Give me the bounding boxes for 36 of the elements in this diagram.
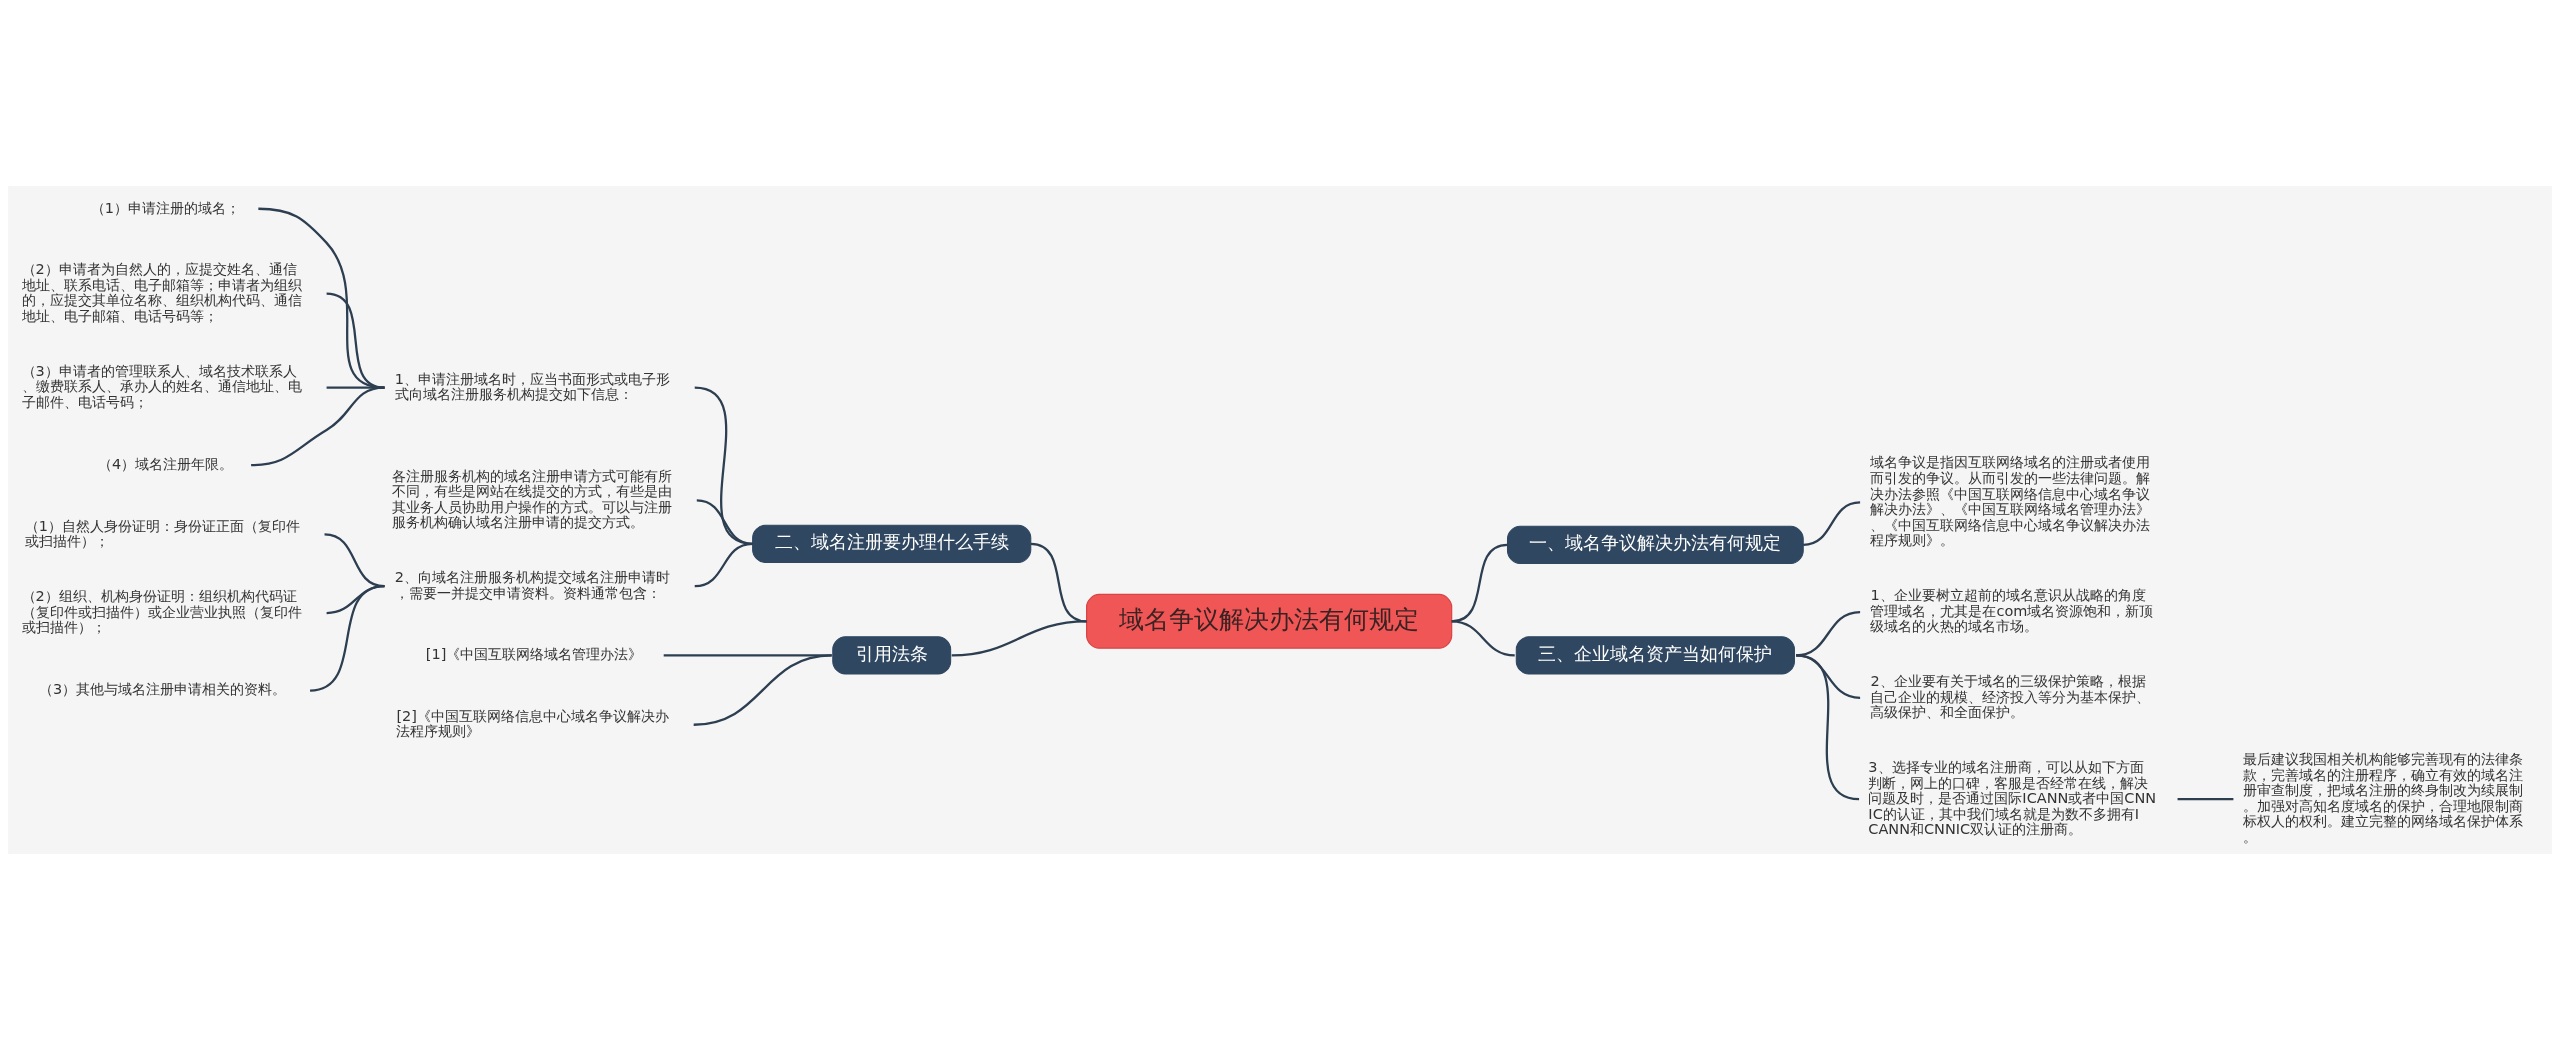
- node-box: 一、域名争议解决办法有何规定: [1506, 525, 1804, 564]
- node-text: （2）申请者为自然人的，应提交姓名、通信地址、联系电话、电子邮箱等；申请者为组织的，应提交其单位名称、组织机构代码、通信地址、电子邮箱、电话号码等；: [21, 260, 302, 324]
- connector: [694, 386, 753, 545]
- node-text: 3、选择专业的域名注册商，可以从如下方面判断，网上的口碑，客服是否经常在线，解决问题及时，是否通过国际ICANN或者中国CNNIC的认证，其中我们域名就是为数不多拥有ICANN和CNNIC双认证的注册商。: [1868, 758, 2157, 837]
- node-text: 1、企业要树立超前的域名意识从战略的角度管理域名，尤其是在com域名资源饱和，新顶级域名的火热的域名市场。: [1870, 586, 2154, 634]
- connector: [326, 291, 385, 389]
- node-box: 引用法条: [832, 635, 952, 675]
- node-text: 2、企业要有关于域名的三级保护策略，根据自己企业的规模、经济投入等分为基本保护、高级保护、和全面保护。: [1870, 672, 2151, 720]
- connector: [258, 207, 385, 389]
- node-text: [2]《中国互联网络信息中心域名争议解决办法程序规则》: [396, 707, 669, 739]
- node-text: 各注册服务机构的域名注册申请方式可能有所不同，有些是网站在线提交的方式，有些是由其业务人员协助用户操作的方式。可以与注册服务机构确认域名注册申请的提交方式。: [391, 467, 672, 530]
- connector: [1803, 500, 1861, 546]
- node-text: （4）域名注册年限。: [98, 455, 234, 472]
- connector: [1795, 653, 1860, 800]
- connector: [2177, 797, 2234, 800]
- connector: [694, 542, 753, 587]
- node-text: 域名争议是指因互联网络域名的注册或者使用而引发的争议。从而引发的一些法律问题。解决办法参照《中国互联网络信息中心域名争议解决办法》、《中国互联网络域名管理办法》、《中国互联网络信息中心域名争议解决办法程序规则》。: [1870, 453, 2151, 548]
- connector: [951, 619, 1087, 657]
- node-text: 2、向域名注册服务机构提交域名注册申请时，需要一并提交申请资料。资料通常包含：: [394, 568, 671, 601]
- connector: [251, 386, 385, 466]
- node-box: 三、企业域名资产当如何保护: [1515, 635, 1795, 675]
- node-text: （3）其他与域名注册申请相关的资料。: [39, 680, 287, 697]
- node-text: （2）组织、机构身份证明：组织机构代码证（复印件或扫描件）或企业营业执照（复印件或扫描件）；: [21, 587, 302, 635]
- connector: [693, 653, 832, 726]
- connector: [309, 584, 385, 692]
- node-text: [1]《中国互联网络域名管理办法》: [425, 645, 643, 662]
- node-text: 1、申请注册域名时，应当书面形式或电子形式向域名注册服务机构提交如下信息：: [394, 370, 671, 402]
- node-box: 域名争议解决办法有何规定: [1086, 593, 1453, 649]
- connector: [663, 653, 832, 657]
- node-text: （1）申请注册的域名；: [90, 199, 241, 216]
- node-text: （1）自然人身份证明：身份证正面（复印件或扫描件）；: [24, 517, 300, 549]
- node-text: （3）申请者的管理联系人、域名技术联系人、缴费联系人、承办人的姓名、通信地址、电子邮件、电话号码；: [21, 362, 302, 410]
- connector: [1451, 619, 1515, 657]
- node-box: 二、域名注册要办理什么手续: [752, 524, 1032, 563]
- node-text: 最后建议我国相关机构能够完善现有的法律条款，完善域名的注册程序，确立有效的域名注册审查制度，把域名注册的终身制改为续展制。加强对高知名度域名的保护，合理地限制商标权人的权利。建立完整的网络域名保护体系。: [2242, 750, 2523, 845]
- connector: [696, 498, 753, 545]
